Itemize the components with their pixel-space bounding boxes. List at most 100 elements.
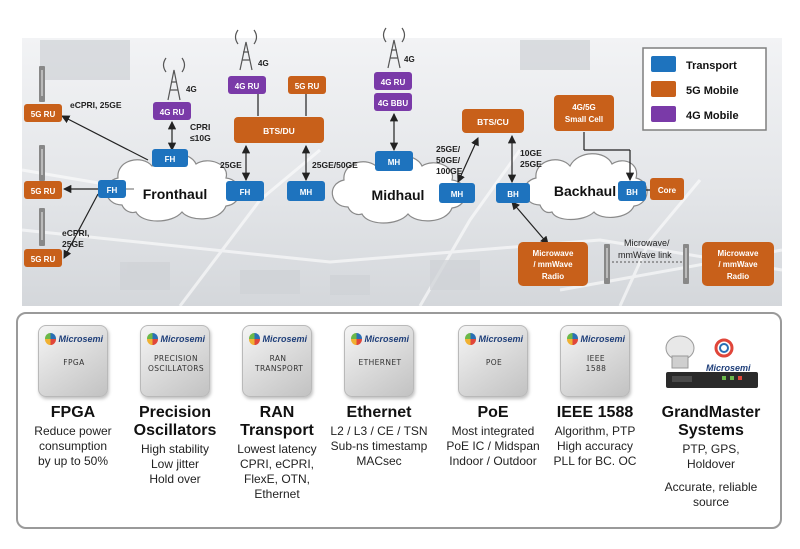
svg-text:Microwave: Microwave [718, 249, 759, 258]
svg-text:BH: BH [507, 190, 519, 199]
svg-text:MH: MH [300, 188, 313, 197]
chip-label: IEEE 1588 [585, 354, 607, 373]
node-bh-1: BH [496, 183, 530, 203]
chip-precision-oscillators: Microsemi Precision Oscillators [140, 325, 210, 397]
map-buildings [40, 40, 590, 295]
node-fh-1: FH [152, 149, 188, 167]
product-title: IEEE 1588 [556, 404, 634, 421]
svg-text:FH: FH [107, 186, 118, 195]
svg-text:5G RU: 5G RU [31, 187, 56, 196]
svg-text:5G RU: 5G RU [31, 255, 56, 264]
label-le10g: ≤10G [190, 133, 211, 143]
node-fh-2: FH [98, 180, 126, 198]
svg-text:Microwave: Microwave [533, 249, 574, 258]
connection-lines [61, 94, 650, 259]
node-5g-ru-top: 5G RU [288, 76, 326, 94]
fronthaul-label: Fronthaul [143, 186, 208, 202]
chip-label: RAN Transport [255, 354, 304, 373]
node-core: Core [650, 178, 684, 200]
legend-transport-swatch [651, 56, 676, 72]
label-ecpri: eCPRI, [62, 228, 89, 238]
node-5g-ru-1: 5G RU [24, 104, 62, 122]
midhaul-label: Midhaul [372, 187, 425, 203]
svg-text:4G RU: 4G RU [381, 78, 406, 87]
legend-transport-label: Transport [686, 60, 737, 72]
svg-text:MH: MH [451, 190, 464, 199]
svg-text:4G BBU: 4G BBU [378, 99, 408, 108]
node-bts-du: BTS/DU [234, 117, 324, 143]
svg-text:BH: BH [626, 188, 638, 197]
chip-brand: Microsemi [58, 333, 103, 344]
chip-brand: Microsemi [478, 333, 523, 344]
svg-text:FH: FH [240, 188, 251, 197]
chip-label: Ethernet [358, 358, 402, 367]
node-5g-ru-3: 5G RU [24, 249, 62, 267]
label-4g-2: 4G [258, 59, 269, 68]
microsemi-logo-icon [45, 333, 57, 345]
product-title: PoE [477, 404, 509, 421]
fronthaul-cloud [105, 153, 241, 222]
chip-brand: Microsemi [580, 333, 625, 344]
node-mh-2: MH [375, 151, 413, 171]
chip-ethernet: Microsemi Ethernet [344, 325, 414, 397]
label-4g-3: 4G [404, 55, 415, 64]
node-mh-1: MH [287, 181, 325, 201]
chip-ieee-1588: Microsemi IEEE 1588 [560, 325, 630, 397]
chip-fpga: Microsemi FPGA [38, 325, 108, 397]
node-bts-cu: BTS/CU [462, 109, 524, 133]
grandmaster-device-icon [665, 335, 758, 388]
node-4g-ru-3: 4G RU [374, 72, 412, 90]
label-ecpri-25ge: eCPRI, 25GE [70, 100, 122, 110]
backhaul-label: Backhaul [554, 183, 616, 199]
svg-text:FH: FH [165, 155, 176, 164]
node-mh-3: MH [439, 183, 475, 203]
svg-text:4G/5G: 4G/5G [572, 103, 596, 112]
node-4g-ru-2: 4G RU [228, 76, 266, 94]
svg-text:Radio: Radio [727, 272, 749, 281]
svg-text:5G RU: 5G RU [295, 82, 320, 91]
microsemi-logo-icon [567, 333, 579, 345]
svg-text:Core: Core [658, 186, 677, 195]
chip-poe: Microsemi PoE [458, 325, 528, 397]
antenna-pole-icon [39, 66, 45, 246]
label-cpri: CPRI [190, 122, 210, 132]
svg-text:Small Cell: Small Cell [565, 115, 603, 124]
chip-brand: Microsemi [160, 333, 205, 344]
microsemi-logo-icon [147, 333, 159, 345]
label-mh-rate-2: 50GE/ [436, 155, 461, 165]
chip-ran-transport: Microsemi RAN Transport [242, 325, 312, 397]
microsemi-logo-icon [465, 333, 477, 345]
label-25ge-b: 25GE [62, 239, 84, 249]
svg-text:BTS/CU: BTS/CU [477, 117, 509, 127]
backhaul-cloud [523, 153, 648, 221]
label-25ge-50ge: 25GE/50GE [312, 160, 358, 170]
label-25ge-fh: 25GE [220, 160, 242, 170]
product-title: Ethernet [346, 404, 412, 421]
label-mh-rate-3: 100GE [436, 166, 463, 176]
label-10ge: 10GE [520, 148, 542, 158]
svg-text:Radio: Radio [542, 272, 564, 281]
cell-tower-icon [162, 27, 406, 101]
label-4g-1: 4G [186, 85, 197, 94]
node-4g-bbu: 4G BBU [374, 93, 412, 111]
chip-brand: Microsemi [262, 333, 307, 344]
grandmaster-brand: Microsemi [706, 363, 751, 373]
product-title: FPGA [50, 404, 96, 421]
node-microwave-radio-1: Microwave / mmWave Radio [518, 242, 588, 286]
node-small-cell: 4G/5G Small Cell [554, 95, 614, 131]
